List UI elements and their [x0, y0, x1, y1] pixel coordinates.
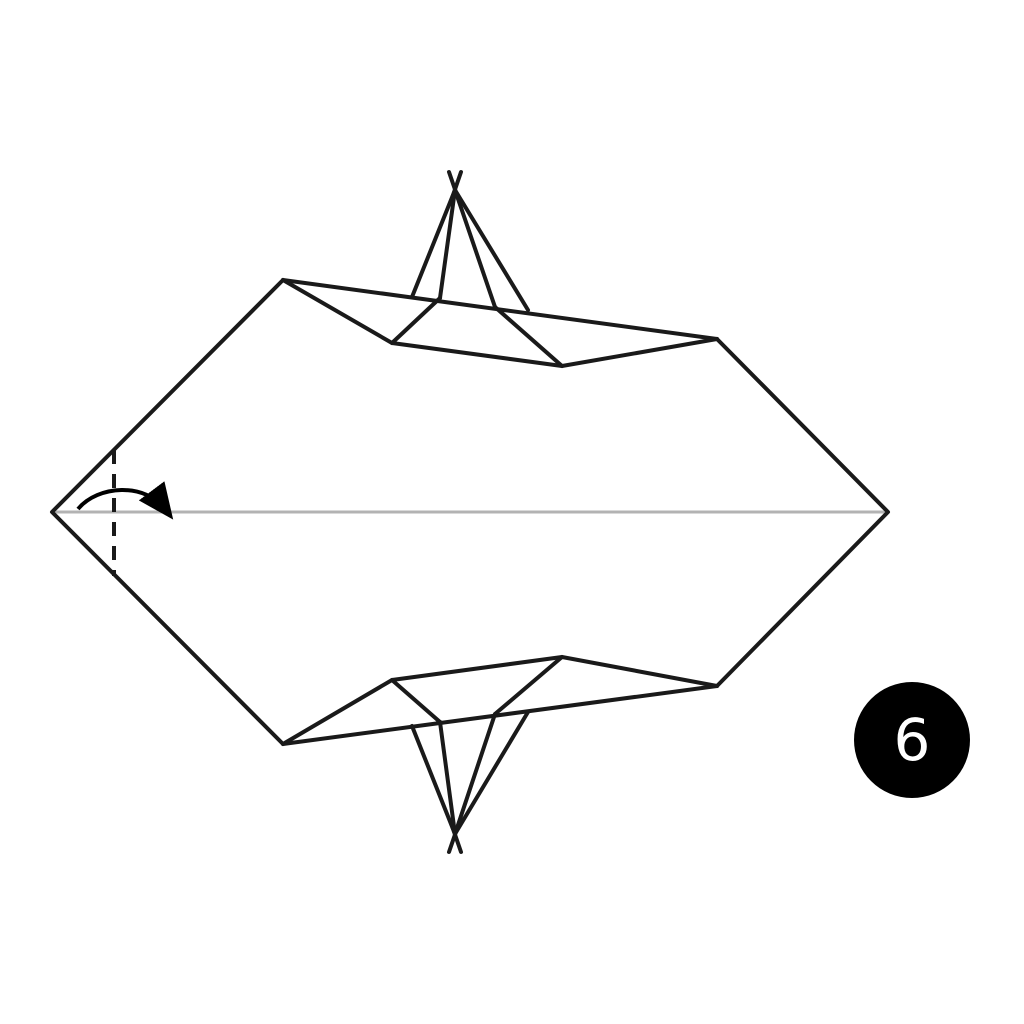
fold-over-arrow — [76, 481, 174, 520]
bottom-flap-inner-right — [493, 655, 564, 716]
bottom-flap-inner-left — [390, 678, 442, 724]
top-flap-fold — [281, 278, 719, 368]
hexagon-outline-right — [715, 337, 890, 688]
bottom-flap-fold — [281, 655, 719, 746]
step-number-badge: 6 — [854, 682, 970, 798]
top-flap-inner-right — [493, 305, 564, 368]
bottom-edge-line — [281, 684, 719, 746]
hexagon-outline-left — [50, 278, 285, 746]
bottom-spike — [410, 710, 530, 854]
top-spike — [410, 170, 530, 312]
top-flap-inner-left — [390, 296, 442, 345]
